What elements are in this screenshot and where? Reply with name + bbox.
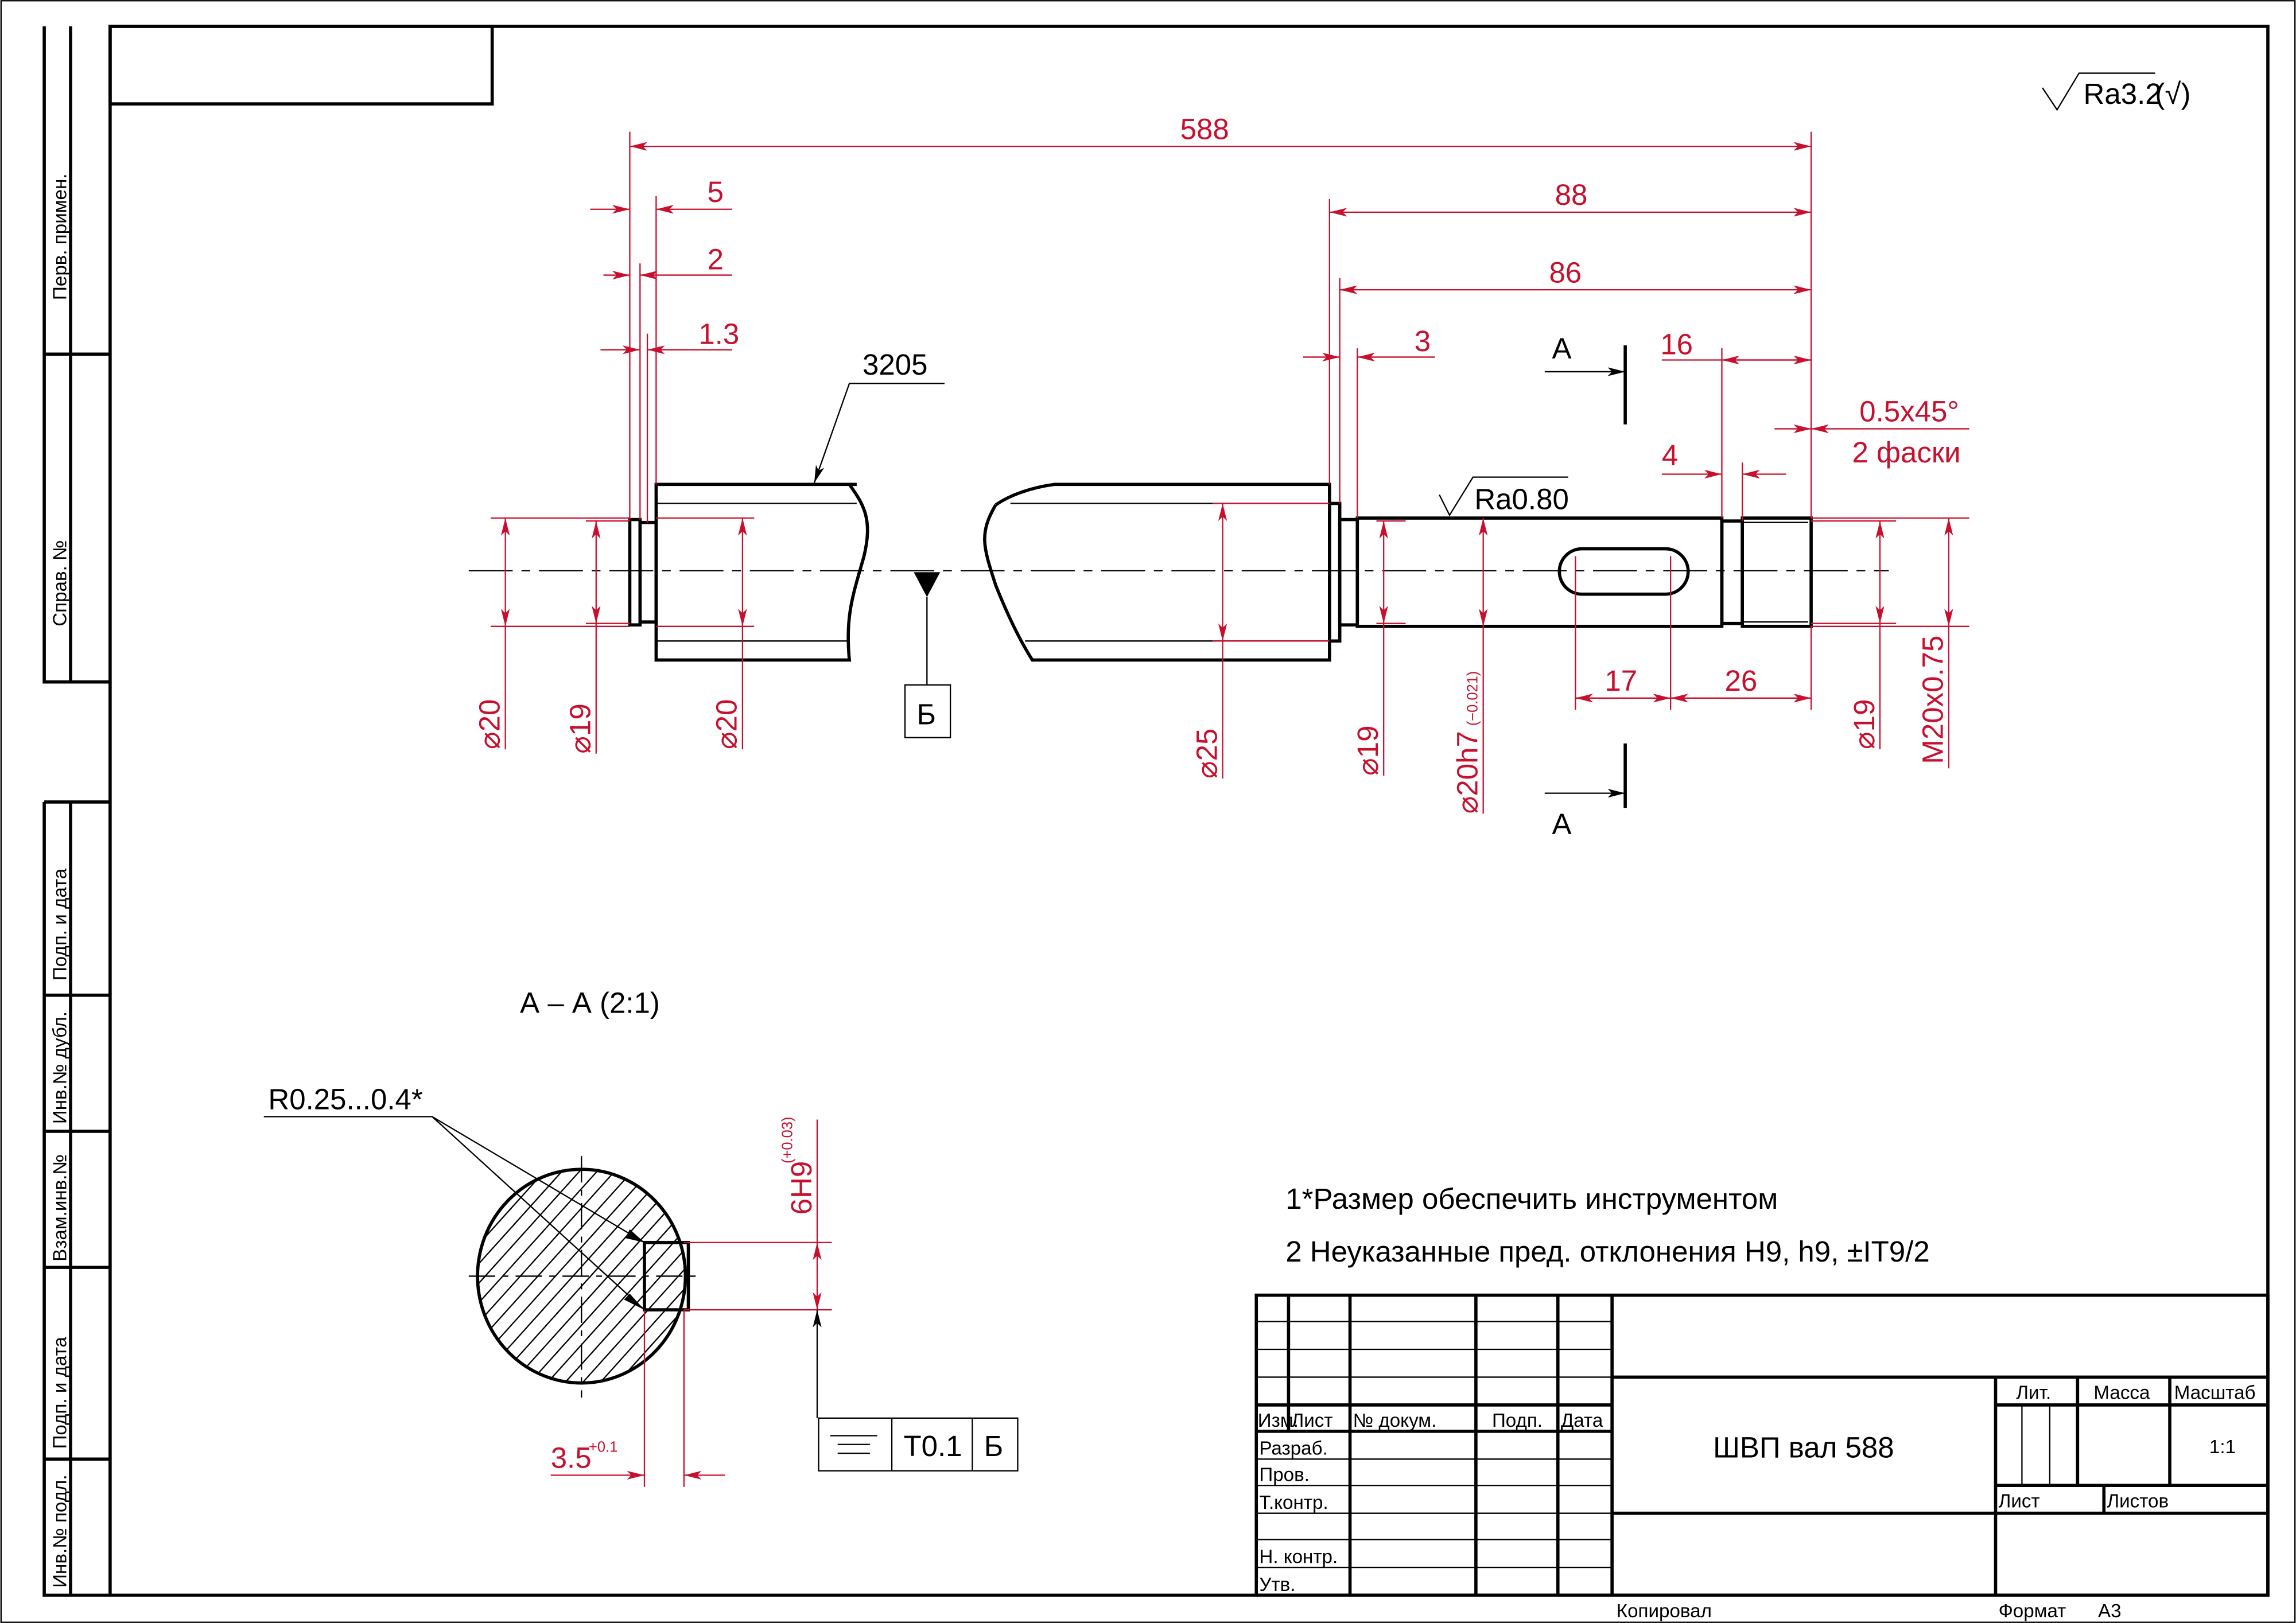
- section-mark-bottom: А: [1552, 808, 1572, 840]
- dim-dia20h7-tolerance: (−0.021): [1464, 671, 1481, 726]
- dim-dia19-mid: ⌀19: [1351, 726, 1384, 776]
- dim-chamfer-note: 2 фаски: [1852, 436, 1961, 469]
- symmetry-icon: [830, 1435, 877, 1454]
- header-signature: Подп.: [1492, 1410, 1543, 1431]
- dim-86: 86: [1549, 256, 1582, 289]
- top-left-box: [108, 25, 494, 106]
- stamp-sprav-no: Справ. №: [49, 540, 71, 626]
- dim-thread: M20x0.75: [1917, 636, 1949, 764]
- dim-dia25: ⌀25: [1190, 729, 1223, 779]
- note-1: 1*Размер обеспечить инструментом: [1285, 1182, 1778, 1215]
- role-checker: Пров.: [1259, 1465, 1310, 1486]
- scale-value: 1:1: [2209, 1437, 2236, 1458]
- header-list: Лист: [1291, 1410, 1332, 1431]
- dimensions: 588 5 2 1.3 88 86 3 16 4 0.5x45° 2 фаски…: [473, 112, 1969, 814]
- dim-dia20h7: ⌀20h7: [1451, 731, 1483, 814]
- dim-chamfer: 0.5x45°: [1859, 395, 1959, 428]
- section-mark-top: А: [1552, 332, 1572, 365]
- role-approved: Утв.: [1259, 1574, 1295, 1595]
- keyway-depth-dim: 3.5: [551, 1442, 592, 1474]
- shaft-main-view: Б 3205 Ra0.80 А А: [468, 332, 1889, 840]
- drawing-title: ШВП вал 588: [1713, 1431, 1894, 1464]
- dim-1-3: 1.3: [698, 317, 739, 350]
- stamp-inv-podl: Инв.№ подл.: [49, 1474, 71, 1587]
- side-stamp: Перв. примен. Справ. № Подп. и дата Инв.…: [42, 26, 110, 1597]
- dim-26: 26: [1725, 664, 1758, 697]
- lit-label: Лит.: [2016, 1383, 2051, 1404]
- header-date: Дата: [1561, 1410, 1603, 1431]
- dim-dia19-left: ⌀19: [564, 703, 597, 753]
- keyway-width-tolerance: (+0.03): [780, 1116, 796, 1163]
- dim-2: 2: [708, 243, 724, 275]
- format-label: Формат: [1999, 1601, 2066, 1622]
- role-developer: Разраб.: [1259, 1438, 1327, 1459]
- keyway-slot: [1557, 547, 1690, 596]
- general-roughness-value: Ra3.2: [2084, 77, 2162, 110]
- dim-overall: 588: [1180, 112, 1229, 145]
- dim-dia19-right: ⌀19: [1848, 699, 1881, 749]
- technical-notes: 1*Размер обеспечить инструментом 2 Неука…: [1285, 1182, 1929, 1268]
- tolerance-value: T0.1: [903, 1430, 962, 1462]
- general-roughness-suffix: (√): [2155, 77, 2191, 110]
- title-block: Изм. Лист № докум. Подп. Дата Разраб. Пр…: [1254, 1293, 2270, 1622]
- dim-16: 16: [1660, 328, 1693, 360]
- journal-roughness: Ra0.80: [1474, 483, 1568, 516]
- format-value: А3: [2098, 1601, 2122, 1622]
- role-norm-control: Н. контр.: [1259, 1546, 1338, 1567]
- keyway-width-dim: 6H9: [785, 1161, 818, 1215]
- dim-3: 3: [1415, 325, 1431, 357]
- stamp-perv-primen: Перв. примен.: [49, 174, 71, 300]
- copied-label: Копировал: [1617, 1601, 1712, 1622]
- section-hatch: [477, 1169, 686, 1383]
- dim-4: 4: [1662, 439, 1678, 472]
- note-2: 2 Неуказанные пред. отклонения H9, h9, ±…: [1285, 1235, 1929, 1268]
- dim-dia20-bearing: ⌀20: [710, 699, 743, 749]
- stamp-podp-data-1: Подп. и дата: [49, 868, 71, 980]
- stamp-vzam-inv: Взам.инв.№: [49, 1154, 71, 1262]
- sheets-label: Листов: [2107, 1490, 2169, 1512]
- general-roughness-symbol: Ra3.2 (√): [2042, 72, 2191, 111]
- tolerance-frame: T0.1 Б: [818, 1417, 1019, 1472]
- section-title: А – А (2:1): [520, 986, 660, 1019]
- stamp-inv-dubl: Инв.№ дубл.: [49, 1011, 71, 1124]
- dim-17: 17: [1605, 664, 1637, 697]
- section-view: А – А (2:1) R0.25...0.4* 6H9 (+0.03) 3.5…: [263, 986, 1019, 1487]
- dim-5: 5: [708, 176, 724, 208]
- sheet-label: Лист: [1999, 1490, 2040, 1512]
- keyway-depth-tolerance: +0.1: [589, 1439, 617, 1455]
- datum-box: [904, 684, 951, 738]
- role-tech-control: Т.контр.: [1259, 1492, 1328, 1513]
- tolerance-datum: Б: [984, 1430, 1003, 1462]
- radius-note: R0.25...0.4*: [268, 1083, 422, 1116]
- bearing-label: 3205: [863, 348, 927, 381]
- dim-dia20-left: ⌀20: [473, 699, 506, 749]
- datum-label: Б: [916, 698, 935, 731]
- dim-88: 88: [1555, 178, 1588, 211]
- scale-label: Масштаб: [2174, 1383, 2256, 1404]
- stamp-podp-data-2: Подп. и дата: [49, 1337, 71, 1449]
- header-izm: Изм.: [1258, 1410, 1299, 1431]
- mass-label: Масса: [2093, 1383, 2150, 1404]
- header-doc-no: № докум.: [1353, 1410, 1437, 1431]
